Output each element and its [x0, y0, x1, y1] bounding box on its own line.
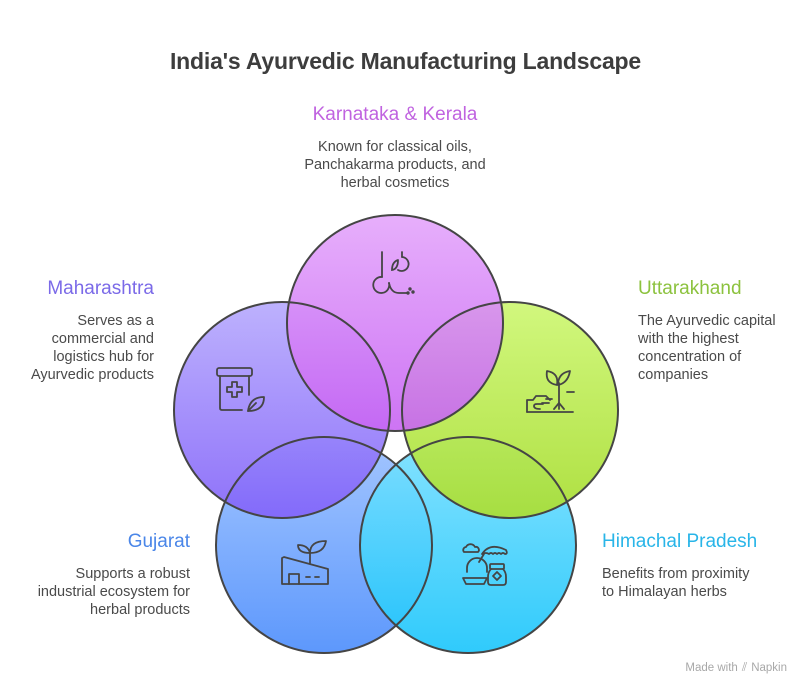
- desc-line: Ayurvedic products: [30, 367, 154, 383]
- desc-gujarat: Supports a robust industrial ecosystem f…: [0, 565, 190, 619]
- diagram-title: India's Ayurvedic Manufacturing Landscap…: [169, 48, 641, 74]
- label-karnataka-kerala: Karnataka & Kerala: [312, 104, 478, 125]
- desc-line: herbal products: [90, 602, 190, 618]
- desc-maharashtra: Serves as a commercial and logistics hub…: [0, 312, 154, 384]
- oil-ayurveda-icon: [372, 251, 415, 295]
- made-with-text: Made with: [685, 661, 738, 674]
- desc-line: Benefits from proximity: [602, 566, 750, 582]
- desc-line: The Ayurvedic capital: [638, 313, 776, 329]
- desc-line: Supports a robust: [75, 566, 190, 582]
- desc-line: Serves as a: [77, 313, 154, 329]
- footer-attribution[interactable]: Made with ⫽ Napkin: [685, 660, 787, 675]
- label-uttarakhand: Uttarakhand: [638, 278, 742, 299]
- label-maharashtra: Maharashtra: [47, 278, 154, 299]
- desc-line: Known for classical oils,: [318, 139, 472, 155]
- desc-himachal-pradesh: Benefits from proximity to Himalayan her…: [602, 565, 802, 601]
- circle-karnataka-kerala: [287, 215, 503, 431]
- desc-line: concentration of: [638, 349, 742, 365]
- desc-line: Panchakarma products, and: [304, 157, 486, 173]
- brand-name: Napkin: [751, 661, 787, 674]
- desc-line: industrial ecosystem for: [37, 584, 190, 600]
- desc-line: herbal cosmetics: [340, 175, 450, 191]
- desc-line: to Himalayan herbs: [602, 584, 727, 600]
- himalayan-herbs-icon: [462, 543, 508, 586]
- herbal-medicine-jar-icon: [216, 367, 265, 412]
- desc-line: commercial and: [51, 331, 154, 347]
- napkin-logo-icon: ⫽: [741, 660, 748, 674]
- desc-line: companies: [638, 367, 709, 383]
- label-gujarat: Gujarat: [127, 531, 190, 552]
- circle-outlines: [173, 214, 619, 654]
- desc-uttarakhand: The Ayurvedic capital with the highest c…: [638, 312, 808, 384]
- desc-karnataka-kerala: Known for classical oils, Panchakarma pr…: [255, 138, 535, 192]
- green-factory-icon: [281, 540, 329, 585]
- sprouting-plant-soil-icon: [526, 370, 575, 413]
- desc-line: logistics hub for: [53, 349, 154, 365]
- desc-line: with the highest: [638, 331, 739, 347]
- label-himachal-pradesh: Himachal Pradesh: [602, 531, 758, 552]
